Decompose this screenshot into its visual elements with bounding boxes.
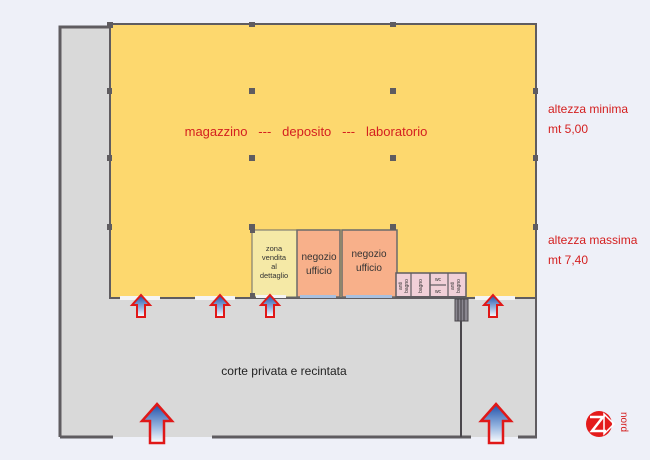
shop1-label: negozio: [301, 252, 336, 263]
restrooms: [395, 272, 467, 299]
height-min-label: altezza minima: [548, 102, 628, 116]
height-min-value: mt 5,00: [548, 122, 588, 136]
svg-text:vendita: vendita: [262, 253, 287, 262]
shop-office-2: [341, 229, 398, 298]
height-max-label: altezza massima: [548, 233, 638, 247]
shop-office-1: [296, 229, 341, 298]
shop2-label: negozio: [351, 249, 386, 260]
svg-text:ufficio: ufficio: [306, 266, 332, 277]
svg-text:bagno: bagno: [456, 279, 462, 293]
wc-label: wc: [435, 289, 442, 295]
wc-label: wc: [435, 277, 442, 283]
svg-text:zona: zona: [266, 244, 283, 253]
antibagno-label: anti: [450, 282, 456, 290]
svg-text:dettaglio: dettaglio: [260, 271, 288, 280]
north-compass-icon: [586, 411, 616, 437]
north-label: nord: [618, 412, 629, 432]
antibagno-label: anti: [398, 282, 404, 290]
staircase: [454, 298, 469, 322]
svg-text:al: al: [271, 262, 277, 271]
bagno-label: bagno: [418, 279, 424, 293]
retail-zone-label: zona vendita al dettaglio: [260, 244, 288, 280]
courtyard-label: corte privata e recintata: [221, 364, 347, 378]
main-area-label: magazzino --- deposito --- laboratorio: [185, 124, 428, 139]
height-max-value: mt 7,40: [548, 253, 588, 267]
svg-text:bagno: bagno: [404, 279, 410, 293]
svg-text:ufficio: ufficio: [356, 263, 382, 274]
